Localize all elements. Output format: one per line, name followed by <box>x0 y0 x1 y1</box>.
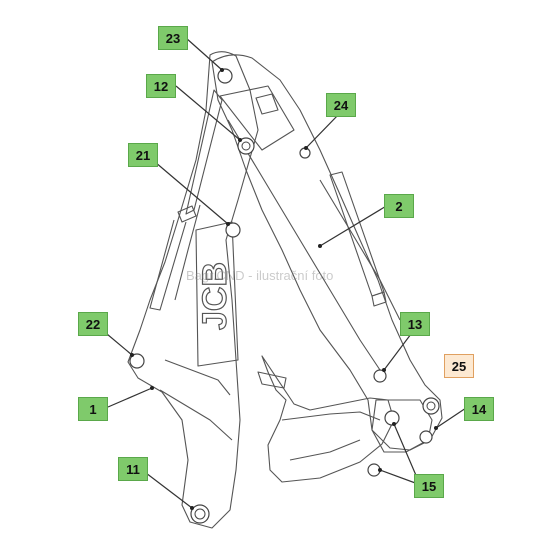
jcb-logo: JCB <box>196 262 234 330</box>
bucket-outline <box>261 355 395 483</box>
callout-15[interactable]: 15 <box>414 474 444 498</box>
callout-1[interactable]: 1 <box>78 397 108 421</box>
callout-23[interactable]: 23 <box>158 26 188 50</box>
callout-2[interactable]: 2 <box>384 194 414 218</box>
callout-21[interactable]: 21 <box>128 143 158 167</box>
callout-11[interactable]: 11 <box>118 457 148 481</box>
callout-25[interactable]: 25 <box>444 354 474 378</box>
watermark-text: Bagr.CND - ilustrační foto <box>186 268 334 283</box>
dipper-outline <box>211 54 443 451</box>
callout-24[interactable]: 24 <box>326 93 356 117</box>
boom-outline <box>127 51 259 529</box>
callout-22[interactable]: 22 <box>78 312 108 336</box>
callout-13[interactable]: 13 <box>400 312 430 336</box>
callout-12[interactable]: 12 <box>146 74 176 98</box>
callout-14[interactable]: 14 <box>464 397 494 421</box>
